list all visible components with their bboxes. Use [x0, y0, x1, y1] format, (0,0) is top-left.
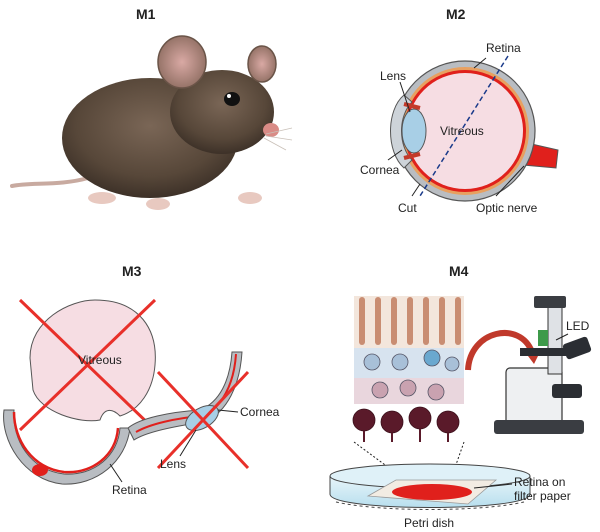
microscope [494, 296, 592, 434]
label-petri-dish: Petri dish [404, 516, 454, 530]
cross-vitreous-b [18, 298, 157, 432]
eyecup-left-nerve [32, 464, 48, 476]
panel-title-m2: M2 [446, 6, 466, 22]
eyecup-left-retina [12, 411, 120, 474]
eye-cross-section: Retina Lens Vitreous Cornea Cut Optic ne… [360, 41, 559, 215]
leader-cornea-m3 [217, 409, 239, 413]
mouse-tail [10, 176, 90, 188]
leader-lens-m2 [399, 81, 411, 113]
mouse-ear-right [247, 45, 277, 83]
cross-lens-b [156, 370, 250, 470]
mouse-illustration [10, 35, 293, 210]
dissection-diagram: Vitreous Cornea Lens Retina [3, 298, 280, 497]
leader-retina-m3 [109, 463, 123, 483]
label-retina-m3: Retina [112, 483, 147, 497]
mouse-nose [263, 123, 279, 137]
label-filter-paper: filter paper [514, 489, 571, 503]
petri-dish [329, 463, 531, 510]
lens [401, 108, 427, 154]
label-vitreous-m2: Vitreous [440, 124, 484, 138]
retina-cell-schematic [352, 296, 464, 442]
leader-cut [411, 183, 421, 197]
label-lens-m3: Lens [160, 457, 186, 471]
leader-lens-m3 [179, 429, 197, 457]
leader-optic-nerve [495, 165, 525, 197]
eyecup-right-shell [127, 351, 243, 441]
label-cornea-m3: Cornea [240, 405, 280, 419]
label-led: LED [566, 319, 590, 333]
mouse-front-paw [238, 192, 262, 204]
label-optic-nerve: Optic nerve [476, 201, 538, 215]
label-vitreous-m3: Vitreous [78, 353, 122, 367]
leader-cornea-m2 [387, 149, 403, 161]
mouse-hind-paw [88, 192, 116, 204]
iris-top [403, 102, 421, 110]
panel-title-m1: M1 [136, 6, 156, 22]
label-cornea-m2: Cornea [360, 163, 400, 177]
label-retina-on: Retina on [514, 475, 565, 489]
vitreous [407, 73, 523, 189]
recording-setup: LED Retina on filter paper Petri dish [329, 296, 592, 530]
cut-line [419, 55, 509, 197]
panel-title-m4: M4 [449, 263, 469, 279]
mouse-eye [224, 92, 240, 106]
leader-retina-m2 [473, 57, 487, 69]
mouse-head [170, 70, 274, 154]
label-retina-m2: Retina [486, 41, 521, 55]
label-cut: Cut [398, 201, 417, 215]
cornea [390, 94, 413, 169]
leader-retina-filter [473, 483, 513, 489]
label-lens-m2: Lens [380, 69, 406, 83]
panel-title-m3: M3 [122, 263, 142, 279]
leader-led [555, 333, 569, 341]
mouse-ear-left [157, 35, 207, 89]
mouse-whiskers [263, 127, 293, 151]
curved-arrow [465, 330, 535, 371]
retina-on-filter [392, 484, 472, 500]
mouse-front-paw-2 [146, 198, 170, 210]
iris-bottom [403, 152, 421, 160]
mouse-eye-highlight [227, 94, 231, 98]
projection-left [353, 441, 401, 477]
